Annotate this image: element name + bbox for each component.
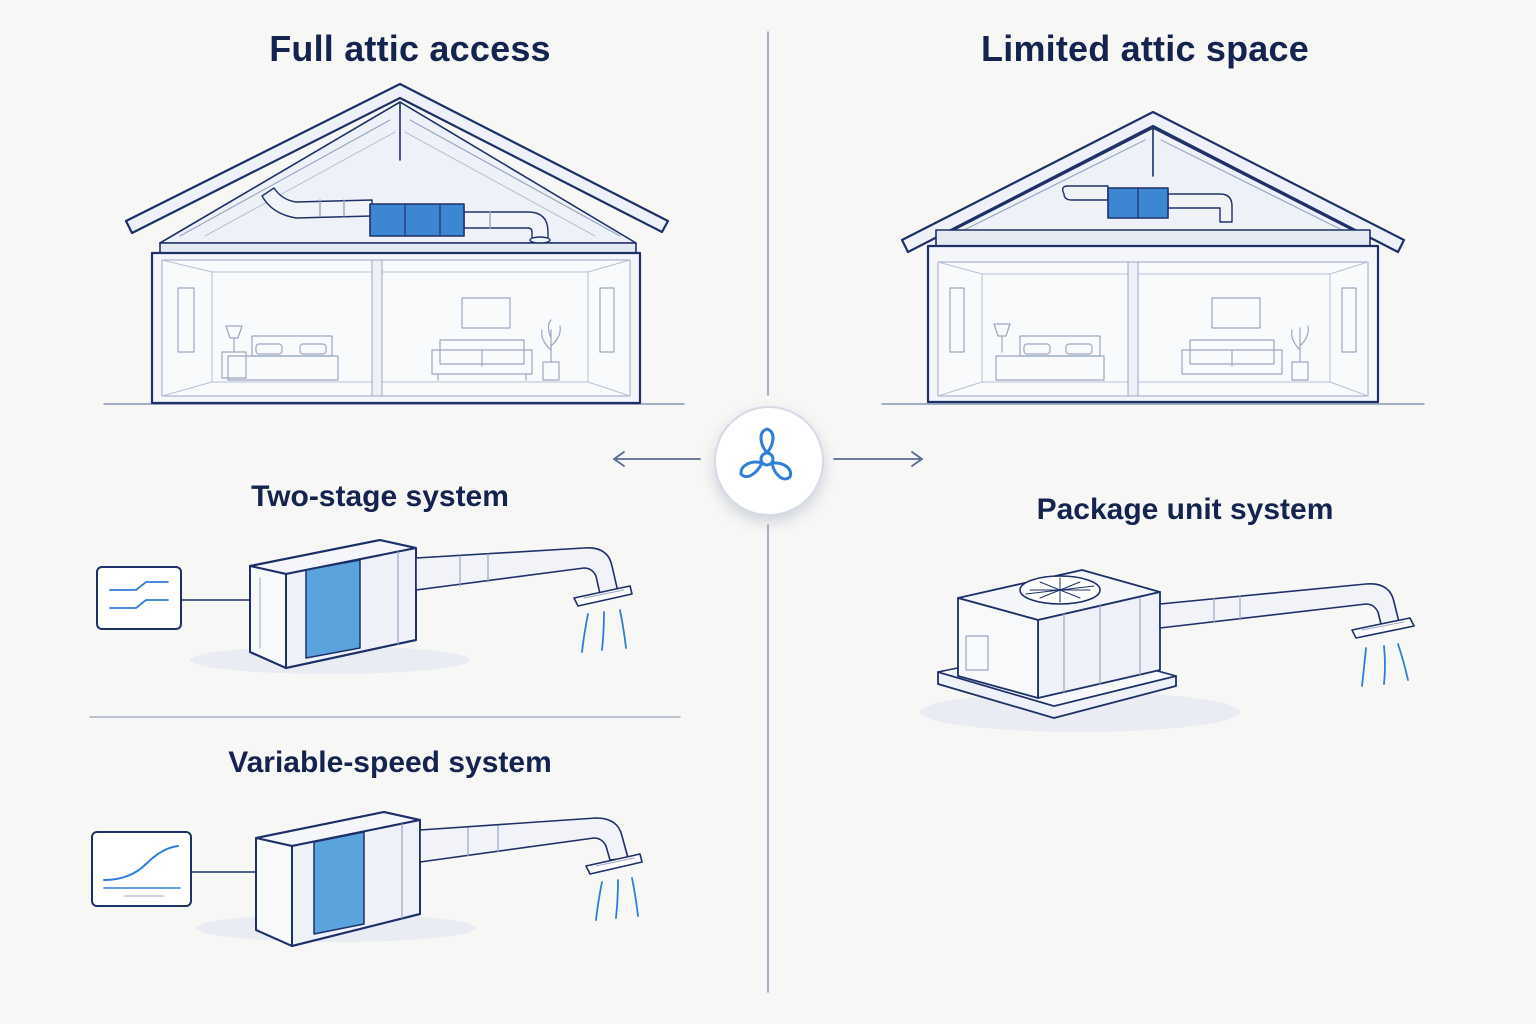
center-fan-badge bbox=[714, 406, 824, 516]
package-unit-system-illustration bbox=[920, 569, 1415, 732]
arrow-left-icon bbox=[613, 451, 701, 467]
two-stage-system-illustration bbox=[96, 539, 633, 674]
house-limited-attic bbox=[881, 110, 1425, 405]
package-unit-system-title: Package unit system bbox=[1036, 493, 1334, 526]
variable-speed-system-illustration bbox=[91, 811, 643, 947]
two-stage-system-title: Two-stage system bbox=[251, 480, 509, 513]
fan-icon bbox=[739, 427, 793, 481]
two-stage-step-graph-icon bbox=[96, 566, 182, 630]
arrow-right-icon bbox=[833, 451, 923, 467]
full-attic-access-title: Full attic access bbox=[269, 28, 551, 69]
house-full-attic bbox=[103, 82, 685, 405]
two-stage-unit-panel bbox=[305, 559, 361, 659]
variable-speed-system-title: Variable-speed system bbox=[228, 746, 552, 779]
variable-speed-unit-panel bbox=[313, 831, 365, 935]
attic-air-handler bbox=[369, 203, 465, 237]
limited-attic-space-title: Limited attic space bbox=[981, 28, 1309, 69]
